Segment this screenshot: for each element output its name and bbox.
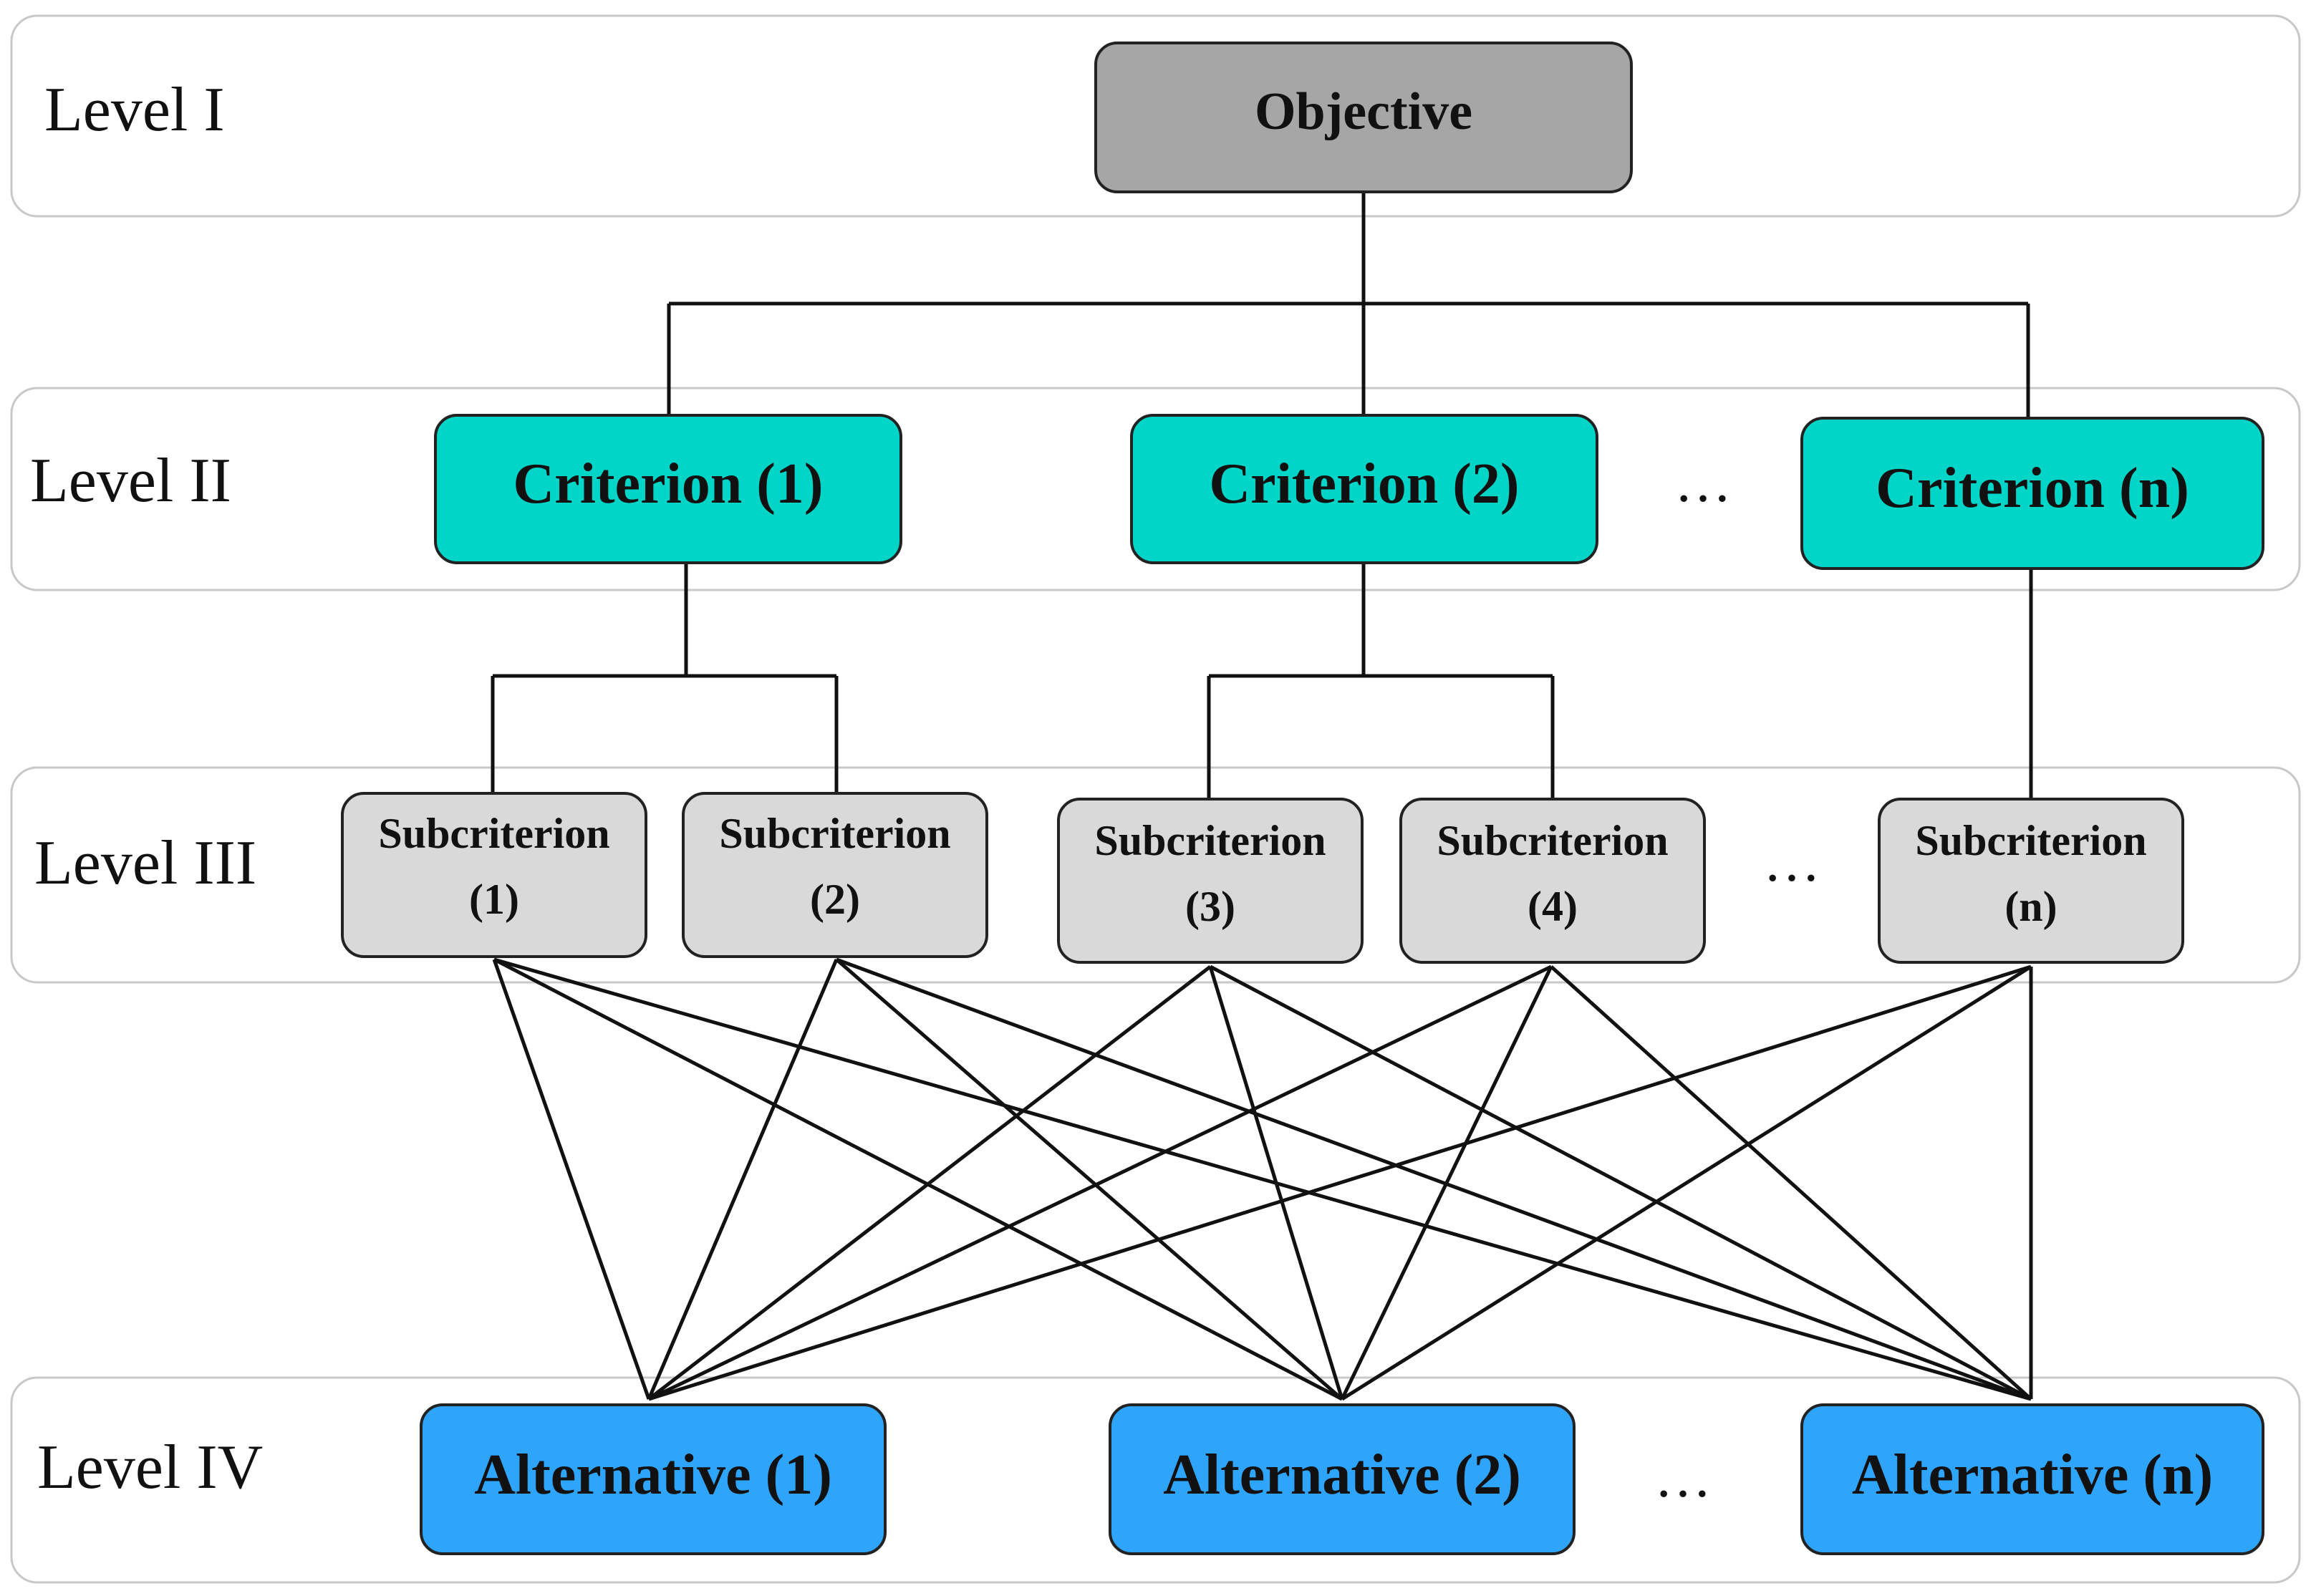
objective-node: Objective <box>1094 42 1633 193</box>
alternative-box-2 <box>1109 1403 1576 1555</box>
criterion-node-n: Criterion (n) <box>1800 417 2264 570</box>
alternative-label-2: Alternative (2) <box>1163 1443 1521 1506</box>
alternative-node-n: Alternative (n) <box>1800 1403 2264 1555</box>
criterion-box-n <box>1800 417 2264 570</box>
subcriterion-title-1: Subcriterion <box>378 810 609 857</box>
objective-box <box>1094 42 1633 193</box>
subcriterion-node-1: Subcriterion (1) <box>341 792 647 958</box>
subcriteria-ellipsis: … <box>1763 831 1820 894</box>
objective-criteria-connectors <box>667 192 2030 418</box>
criterion-box-2 <box>1130 414 1598 564</box>
subcriterion-node-4: Subcriterion (4) <box>1399 798 1706 964</box>
criterion-label-n: Criterion (n) <box>1876 457 2189 520</box>
subcriteria-alternatives-connectors <box>492 957 2033 1401</box>
criteria-ellipsis: … <box>1674 451 1732 514</box>
subcriterion-node-2: Subcriterion (2) <box>682 792 988 958</box>
criterion-node-2: Criterion (2) <box>1130 414 1598 564</box>
criterion-node-1: Criterion (1) <box>434 414 902 564</box>
subcriterion-node-n: Subcriterion (n) <box>1878 798 2184 964</box>
subcriterion-node-3: Subcriterion (3) <box>1057 798 1364 964</box>
subcriterion-title-4: Subcriterion <box>1437 817 1668 864</box>
subcriterion-box-1 <box>341 792 647 958</box>
level-1-label: Level I <box>44 75 225 145</box>
criterion-label-1: Criterion (1) <box>513 453 823 516</box>
alternatives-ellipsis: … <box>1654 1446 1712 1509</box>
alternative-node-2: Alternative (2) <box>1109 1403 1576 1555</box>
alternative-label-1: Alternative (1) <box>474 1443 832 1506</box>
subcriterion-box-3 <box>1057 798 1364 964</box>
criterion-box-1 <box>434 414 902 564</box>
subcriterion-box-2 <box>682 792 988 958</box>
alternative-node-1: Alternative (1) <box>420 1403 887 1555</box>
alternative-label-n: Alternative (n) <box>1852 1443 2213 1506</box>
subcriterion-title-n: Subcriterion <box>1915 817 2146 864</box>
level-3-label: Level III <box>34 828 256 898</box>
criteria-subcriteria-connectors <box>491 563 2033 799</box>
subcriterion-box-n <box>1878 798 2184 964</box>
level-4-label: Level IV <box>37 1433 263 1502</box>
criterion-label-2: Criterion (2) <box>1209 453 1519 516</box>
alternative-box-n <box>1800 1403 2264 1555</box>
subcriterion-box-4 <box>1399 798 1706 964</box>
subcriterion-number-1: (1) <box>469 876 519 923</box>
subcriterion-number-n: (n) <box>2004 883 2057 930</box>
subcriterion-number-3: (3) <box>1185 883 1235 930</box>
level-2-label: Level II <box>30 446 231 516</box>
subcriterion-title-3: Subcriterion <box>1094 817 1326 864</box>
subcriterion-number-2: (2) <box>810 876 860 923</box>
alternative-box-1 <box>420 1403 887 1555</box>
subcriterion-number-4: (4) <box>1528 883 1578 930</box>
subcriterion-title-2: Subcriterion <box>719 810 950 857</box>
objective-label: Objective <box>1255 82 1472 141</box>
